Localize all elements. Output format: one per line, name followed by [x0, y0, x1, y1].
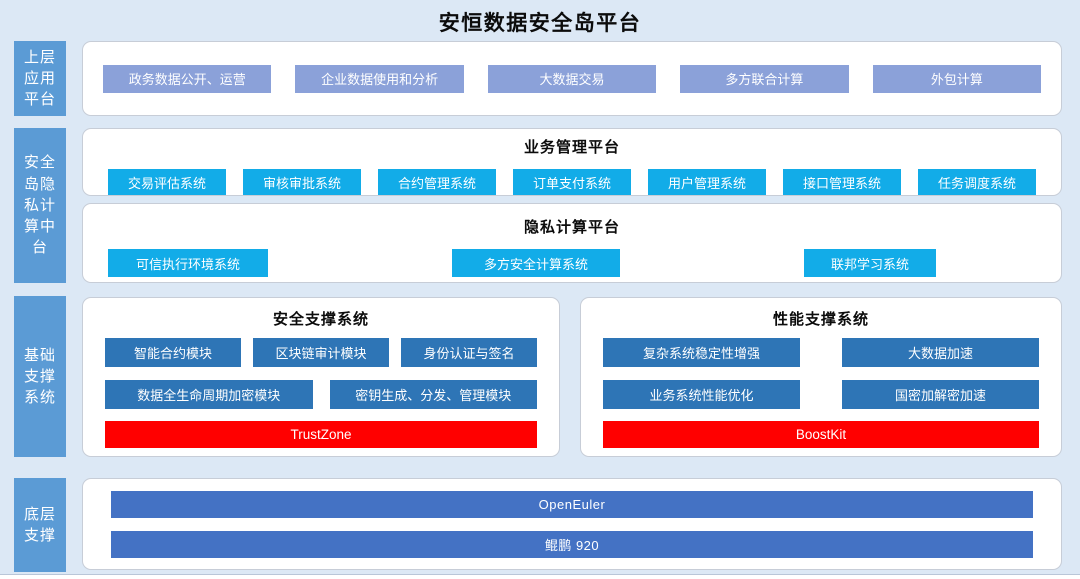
system-chip-interface-management: 接口管理系统 — [783, 169, 901, 195]
business-management-title: 业务管理平台 — [523, 139, 620, 156]
openeuler-bar: OpenEuler — [111, 491, 1033, 518]
system-chip-audit-approval: 审核审批系统 — [243, 169, 361, 195]
security-support-title: 安全支撑系统 — [272, 311, 369, 328]
security-modules-row1: 智能合约模块 区块链审计模块 身份认证与签名 — [83, 338, 559, 367]
system-chip-order-payment: 订单支付系统 — [513, 169, 631, 195]
page-title: 安恒数据安全岛平台 — [438, 12, 642, 35]
module-chip-blockchain-audit: 区块链审计模块 — [253, 338, 389, 367]
security-modules-row2: 数据全生命周期加密模块 密钥生成、分发、管理模块 — [83, 380, 559, 409]
system-chip-contract-management: 合约管理系统 — [378, 169, 496, 195]
performance-support-panel: 性能支撑系统 复杂系统稳定性增强 大数据加速 业务系统性能优化 国密加解密加速 … — [580, 297, 1062, 457]
layer-label-underlying-support: 底层支撑 — [14, 478, 66, 572]
app-chip-enterprise-data: 企业数据使用和分析 — [295, 64, 464, 93]
performance-modules-row2: 业务系统性能优化 国密加解密加速 — [581, 380, 1061, 409]
system-chip-federated-learning: 联邦学习系统 — [804, 249, 936, 277]
security-support-panel: 安全支撑系统 智能合约模块 区块链审计模块 身份认证与签名 数据全生命周期加密模… — [82, 297, 560, 457]
bottom-strip — [0, 574, 1080, 579]
module-chip-identity-signature: 身份认证与签名 — [401, 338, 537, 367]
system-chip-secure-multiparty: 多方安全计算系统 — [452, 249, 620, 277]
privacy-computing-title: 隐私计算平台 — [523, 219, 620, 236]
app-chip-multiparty-compute: 多方联合计算 — [680, 64, 849, 93]
module-chip-system-performance: 业务系统性能优化 — [603, 380, 800, 409]
app-chip-bigdata-trade: 大数据交易 — [487, 64, 657, 93]
business-systems-row: 交易评估系统 审核审批系统 合约管理系统 订单支付系统 用户管理系统 接口管理系… — [83, 169, 1061, 195]
layer-label-privacy-middle-platform: 安全岛隐私计算中台 — [14, 128, 66, 283]
business-management-panel: 业务管理平台 交易评估系统 审核审批系统 合约管理系统 订单支付系统 用户管理系… — [82, 128, 1062, 196]
kunpeng-920-bar: 鲲鹏 920 — [111, 531, 1033, 558]
module-chip-smart-contract: 智能合约模块 — [105, 338, 241, 367]
module-chip-key-management: 密钥生成、分发、管理模块 — [329, 380, 537, 409]
upper-application-row: 政务数据公开、运营 企业数据使用和分析 大数据交易 多方联合计算 外包计算 — [83, 42, 1061, 115]
app-chip-outsourced-compute: 外包计算 — [872, 64, 1042, 93]
boostkit-bar: BoostKit — [603, 421, 1039, 448]
privacy-systems-row: 可信执行环境系统 多方安全计算系统 联邦学习系统 — [83, 249, 1061, 277]
module-chip-lifecycle-encryption: 数据全生命周期加密模块 — [105, 380, 313, 409]
system-chip-task-scheduling: 任务调度系统 — [918, 169, 1036, 195]
underlying-support-panel: OpenEuler 鲲鹏 920 — [82, 478, 1062, 570]
module-chip-stability-enhancement: 复杂系统稳定性增强 — [603, 338, 800, 367]
layer-label-foundation-support: 基础支撑系统 — [14, 296, 66, 457]
system-chip-trade-evaluation: 交易评估系统 — [108, 169, 226, 195]
system-chip-trusted-execution: 可信执行环境系统 — [108, 249, 268, 277]
app-chip-gov-data: 政务数据公开、运营 — [103, 64, 272, 93]
performance-support-title: 性能支撑系统 — [772, 311, 869, 328]
system-chip-user-management: 用户管理系统 — [648, 169, 766, 195]
performance-modules-row1: 复杂系统稳定性增强 大数据加速 — [581, 338, 1061, 367]
upper-application-panel: 政务数据公开、运营 企业数据使用和分析 大数据交易 多方联合计算 外包计算 — [82, 41, 1062, 116]
trustzone-bar: TrustZone — [105, 421, 537, 448]
module-chip-sm-crypto-acceleration: 国密加解密加速 — [842, 380, 1039, 409]
module-chip-bigdata-acceleration: 大数据加速 — [842, 338, 1039, 367]
privacy-computing-panel: 隐私计算平台 可信执行环境系统 多方安全计算系统 联邦学习系统 — [82, 203, 1062, 283]
layer-label-upper-application: 上层应用平台 — [14, 41, 66, 116]
